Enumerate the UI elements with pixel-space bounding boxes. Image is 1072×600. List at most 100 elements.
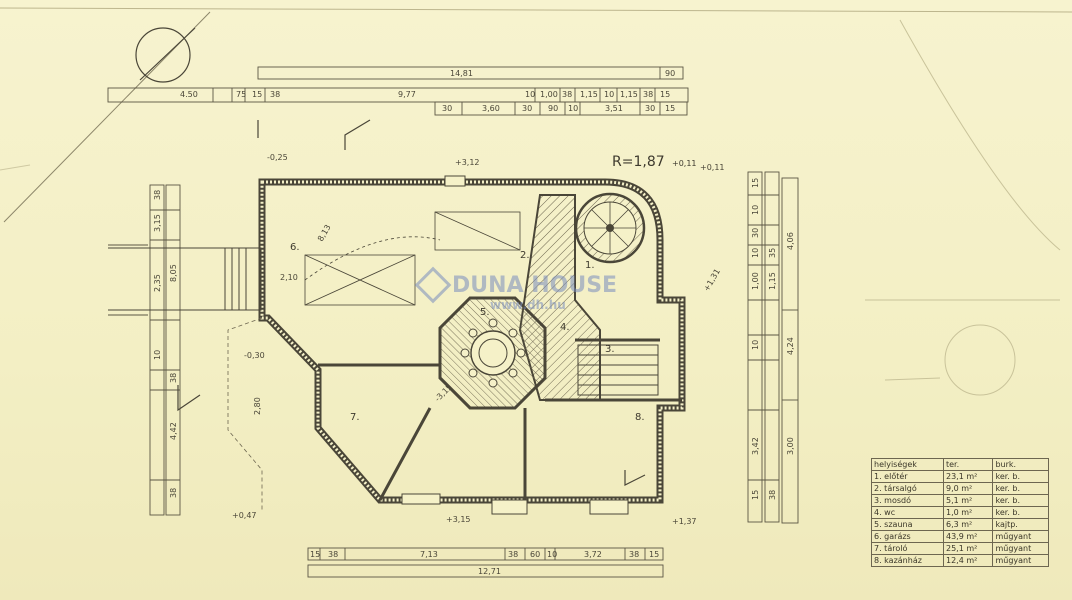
room-name: 6. garázs (871, 530, 944, 543)
left-dim-3: 8,05 (169, 264, 178, 282)
right-dim-1: 15 (751, 178, 760, 188)
room-area: 1,0 m² (942, 506, 994, 519)
straight-stair (577, 344, 659, 396)
spiral-staircase (574, 192, 646, 264)
room-area: 25,1 m² (942, 542, 994, 555)
bottom-dim-4: 38 (508, 550, 518, 559)
bottom-dim-1: 15 (310, 550, 320, 559)
room-name: 3. mosdó (871, 494, 944, 507)
room-number-5: 5. (480, 307, 490, 318)
right-dim-b2: 4,24 (786, 337, 795, 355)
room-area: 9,0 m² (942, 482, 994, 495)
top-dim-10: 10 (604, 90, 614, 99)
room-name: 2. társalgó (871, 482, 944, 495)
top-dim-4: 38 (270, 90, 280, 99)
room-number-3: 3. (605, 344, 615, 355)
room-flooring: ker. b. (992, 494, 1049, 507)
faint-sketch-lines (865, 19, 1061, 396)
top-dim-11: 1,15 (620, 90, 638, 99)
right-dim-4: 10 (751, 248, 760, 258)
section-marker (177, 119, 646, 486)
room-name: 1. előtér (871, 470, 944, 483)
left-dim-7: 4,42 (169, 422, 178, 440)
room-number-1: 1. (585, 260, 595, 271)
annotation-11: +1,31 (702, 267, 722, 293)
room-area: 12,4 m² (942, 554, 994, 567)
room-number-8: 8. (635, 412, 645, 423)
annotation-3: 8,13 (316, 223, 333, 243)
top-dim-6: 10 (525, 90, 535, 99)
right-dim-6: 1,00 (751, 272, 760, 290)
room-flooring: kajtp. (992, 518, 1049, 531)
top-dimension-chain (107, 66, 689, 116)
top-dim-8: 38 (562, 90, 572, 99)
top-dim-7: 1,00 (540, 90, 558, 99)
room-area: 6,3 m² (942, 518, 994, 531)
room-name: 4. wc (871, 506, 944, 519)
room-flooring: műgyant (992, 542, 1049, 555)
top-dim-13: 15 (660, 90, 670, 99)
radius-suffix: +0,11 (672, 159, 697, 168)
right-dim-2: 10 (751, 205, 760, 215)
room-flooring: ker. b. (992, 470, 1049, 483)
left-dim-2: 3,15 (153, 214, 162, 232)
annotation-6: 2,10 (280, 273, 298, 282)
room-flooring: ker. b. (992, 506, 1049, 519)
top2-dim-4: 90 (548, 104, 558, 113)
room-number-6: 6. (290, 242, 300, 253)
annotation-4: +0,11 (700, 163, 725, 172)
bottom-dim-6: 10 (547, 550, 557, 559)
room-area: 43,9 m² (942, 530, 994, 543)
top2-dim-8: 15 (665, 104, 675, 113)
bottom-dim-5: 60 (530, 550, 540, 559)
room-flooring: műgyant (992, 554, 1049, 567)
bottom-dimension-chain (307, 547, 664, 578)
room-flooring: műgyant (992, 530, 1049, 543)
top2-dim-1: 30 (442, 104, 452, 113)
header-area: ter. (942, 458, 994, 471)
room-number-7: 7. (350, 412, 360, 423)
building-outline (108, 175, 686, 515)
annotation-10: +3,15 (446, 515, 471, 524)
top-dim-5: 9,77 (398, 90, 416, 99)
annotation-2: +3,12 (455, 158, 480, 167)
left-dim-1: 38 (153, 190, 162, 200)
top-right-dim: 90 (665, 69, 675, 78)
garage-door-arc (304, 211, 521, 306)
bottom-dim-8: 38 (629, 550, 639, 559)
right-dim-8: 10 (751, 340, 760, 350)
top2-dim-5: 10 (568, 104, 578, 113)
room-area: 23,1 m² (942, 470, 994, 483)
right-dim-9: 3,42 (751, 437, 760, 455)
right-dim-10: 15 (751, 490, 760, 500)
right-dim-b1: 4,06 (786, 232, 795, 250)
room-name: 5. szauna (871, 518, 944, 531)
header-rooms: helyiségek (871, 458, 944, 471)
room-number-4: 4. (560, 322, 570, 333)
table-header-row: helyiségek ter. burk. (871, 458, 1049, 471)
left-dim-4: 2,35 (153, 274, 162, 292)
top-total-dim: 14,81 (450, 69, 473, 78)
annotation-7: 2,80 (253, 397, 262, 415)
watermark-logo: DUNA HOUSE www.dh.hu (414, 266, 617, 312)
annotation-8: -0,30 (244, 351, 265, 360)
room-name: 7. tároló (871, 542, 944, 555)
top2-dim-2: 3,60 (482, 104, 500, 113)
right-dim-11: 38 (768, 490, 777, 500)
entrance-steps (108, 247, 262, 311)
top2-dim-3: 30 (522, 104, 532, 113)
right-dimension-chain (747, 171, 799, 524)
header-flooring: burk. (992, 458, 1049, 471)
bottom-dim-7: 3,72 (584, 550, 602, 559)
right-dim-7: 1,15 (768, 272, 777, 290)
top-dim-2: 75 (236, 90, 246, 99)
